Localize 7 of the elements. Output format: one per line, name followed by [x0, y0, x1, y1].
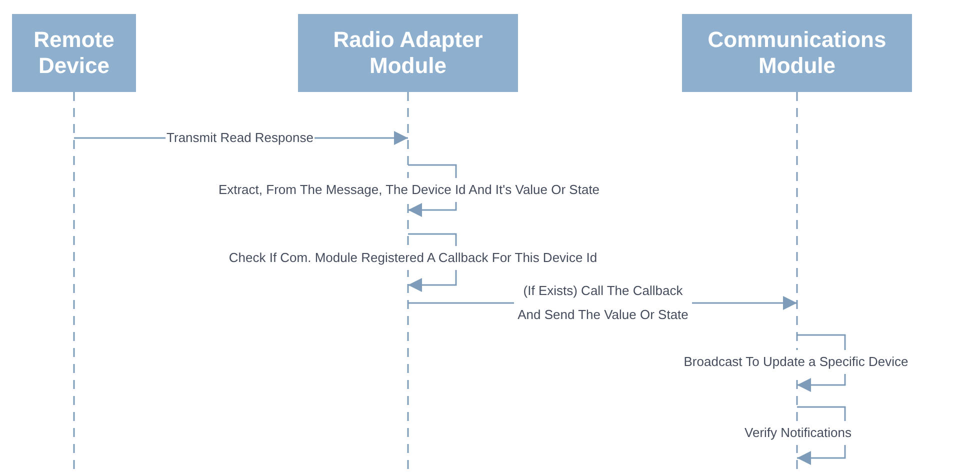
edge-label: Broadcast To Update a Specific Device: [682, 350, 910, 374]
edge-label: Extract, From The Message, The Device Id And It's Value Or State: [217, 178, 601, 202]
edge-label: Verify Notifications: [744, 421, 852, 445]
participant-box: Radio Adapter Module: [298, 14, 518, 92]
participant-box: Communications Module: [682, 14, 912, 92]
participant-box: Remote Device: [12, 14, 136, 92]
edge-label: Check If Com. Module Registered A Callback For This Device Id: [228, 246, 598, 270]
